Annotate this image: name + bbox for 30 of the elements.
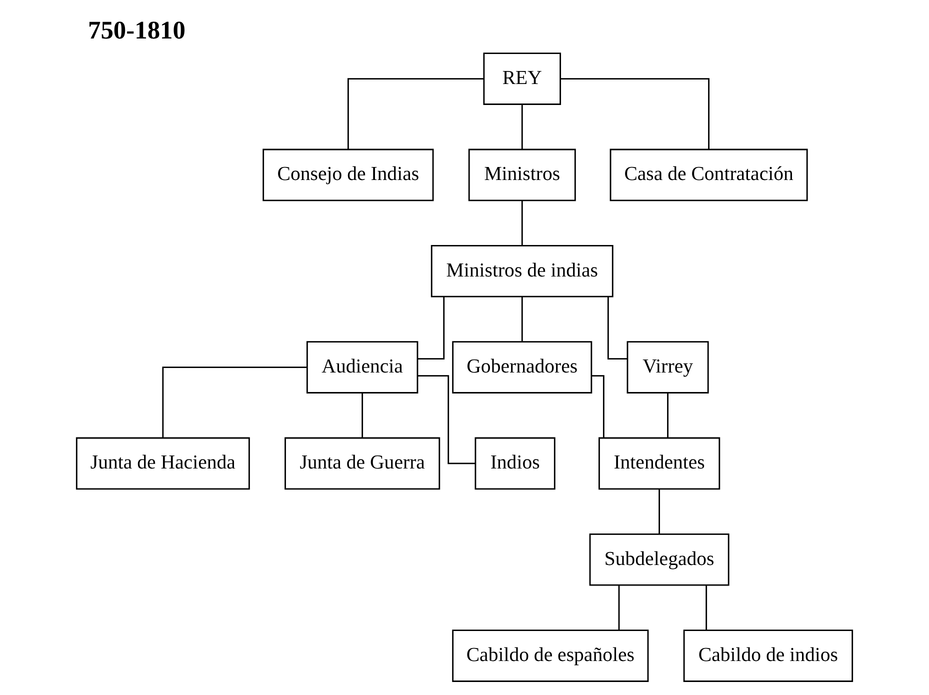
connector bbox=[162, 366, 307, 438]
node-box: Indios bbox=[474, 437, 556, 490]
connector bbox=[418, 296, 445, 360]
diagram-title: 750-1810 bbox=[88, 15, 186, 44]
connector bbox=[418, 375, 476, 464]
node-box: REY bbox=[483, 52, 562, 105]
connector bbox=[521, 104, 523, 150]
connector bbox=[658, 489, 660, 534]
node-box: Ministros de indias bbox=[430, 244, 614, 298]
node-box: Gobernadores bbox=[452, 341, 592, 394]
node-box: Casa de Contratación bbox=[610, 148, 808, 202]
connector bbox=[521, 296, 523, 342]
connector bbox=[362, 393, 364, 438]
connector bbox=[607, 296, 628, 360]
connector bbox=[521, 200, 523, 246]
node-box: Ministros bbox=[468, 148, 576, 202]
node-box: Subdelegados bbox=[589, 533, 730, 586]
node-box: Cabildo de indios bbox=[683, 630, 854, 682]
node-box: Intendentes bbox=[598, 437, 720, 490]
node-box: Junta de Guerra bbox=[284, 437, 440, 490]
connector bbox=[347, 78, 484, 150]
node-box: Cabildo de españoles bbox=[452, 630, 649, 682]
node-box: Audiencia bbox=[306, 341, 418, 394]
connector bbox=[706, 585, 708, 630]
connector bbox=[560, 78, 710, 150]
node-box: Junta de Hacienda bbox=[76, 437, 250, 490]
node-box: Virrey bbox=[626, 341, 709, 394]
connector bbox=[618, 585, 620, 630]
node-box: Consejo de Indias bbox=[262, 148, 434, 202]
connector bbox=[667, 393, 668, 438]
